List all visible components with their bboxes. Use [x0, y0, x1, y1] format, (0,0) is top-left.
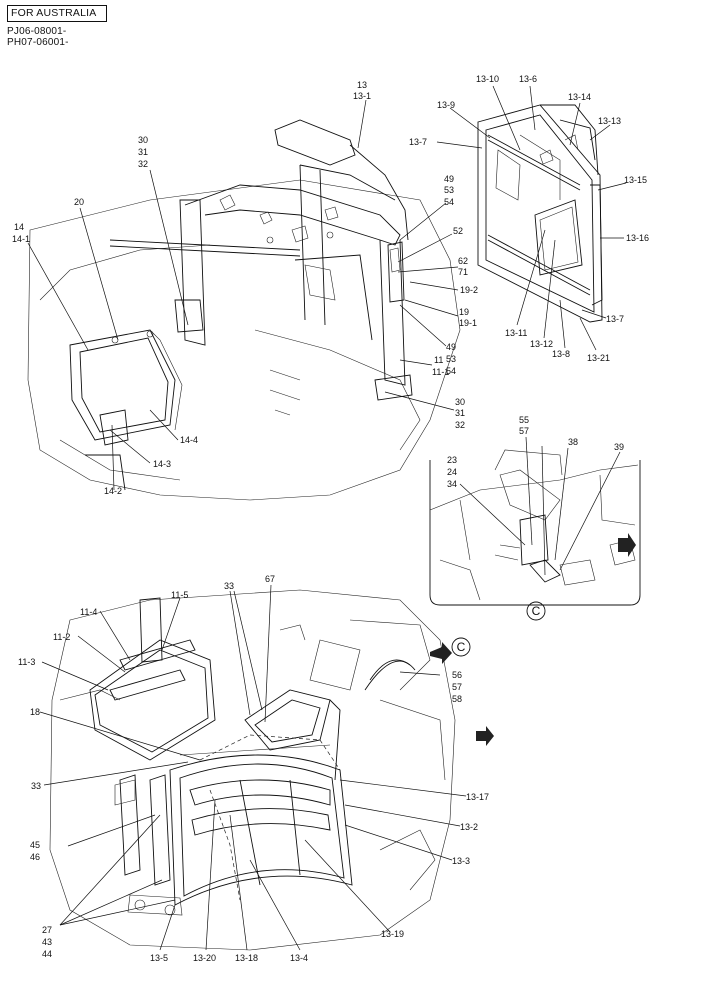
callout-30-b: 30 — [455, 397, 465, 407]
callout-11: 11 — [434, 355, 443, 365]
callout-13-11: 13-11 — [505, 328, 527, 338]
callout-13-5: 13-5 — [150, 953, 168, 963]
callout-19-2: 19-2 — [460, 285, 478, 295]
callout-49: 49 — [444, 174, 454, 184]
callout-13-7-b: 13-7 — [606, 314, 624, 324]
callout-33: 33 — [224, 581, 234, 591]
callout-13-2: 13-2 — [460, 822, 478, 832]
detail-c-view: C — [429, 449, 641, 621]
serial-range-2: PH07-06001- — [7, 37, 69, 48]
callout-32-b: 32 — [455, 420, 465, 430]
callout-14-4: 14-4 — [180, 435, 198, 445]
callout-13-18: 13-18 — [235, 953, 258, 963]
callout-34: 34 — [447, 479, 457, 489]
callout-13-20: 13-20 — [193, 953, 216, 963]
callout-14-1: 14-1 — [12, 234, 30, 244]
callout-23: 23 — [447, 455, 457, 465]
callout-11-1: 11-1 — [432, 367, 449, 377]
callout-13-16: 13-16 — [626, 233, 649, 243]
callout-13-19: 13-19 — [381, 929, 404, 939]
callout-13-14: 13-14 — [568, 92, 591, 102]
callout-58: 58 — [452, 694, 462, 704]
callout-11-2: 11-2 — [53, 632, 70, 642]
callout-13-21: 13-21 — [587, 353, 610, 363]
callout-14: 14 — [14, 222, 24, 232]
callout-39: 39 — [614, 442, 624, 452]
callout-13-4: 13-4 — [290, 953, 308, 963]
callout-13-8: 13-8 — [552, 349, 570, 359]
radiator-core-assembly — [477, 104, 603, 323]
callout-67: 67 — [265, 574, 275, 584]
callout-31-b: 31 — [455, 408, 465, 418]
callout-24: 24 — [447, 467, 457, 477]
callout-13: 13 — [357, 80, 367, 90]
callout-13-3: 13-3 — [452, 856, 470, 866]
callout-62: 62 — [458, 256, 468, 266]
callout-32: 32 — [138, 159, 148, 169]
callout-38: 38 — [568, 437, 578, 447]
lower-shroud-assembly: C — [49, 589, 494, 951]
callout-54-b: 54 — [446, 366, 456, 376]
callout-55: 55 — [519, 415, 529, 425]
callout-57-b: 57 — [452, 682, 462, 692]
callout-44: 44 — [42, 949, 52, 959]
callout-49-b: 49 — [446, 342, 456, 352]
serial-range-1: PJ06-08001- — [7, 26, 67, 37]
callout-52: 52 — [453, 226, 463, 236]
callout-31: 31 — [138, 147, 148, 157]
upper-frame-assembly — [27, 119, 461, 501]
callout-45: 45 — [30, 840, 40, 850]
region-label: FOR AUSTRALIA — [7, 5, 107, 22]
callout-19-1: 19-1 — [459, 318, 477, 328]
callout-43: 43 — [42, 937, 52, 947]
detail-c-reference-marker: C — [457, 640, 466, 654]
callout-13-13: 13-13 — [598, 116, 621, 126]
callout-20: 20 — [74, 197, 84, 207]
callout-33-b: 33 — [31, 781, 41, 791]
callout-13-17: 13-17 — [466, 792, 489, 802]
callout-11-5: 11-5 — [171, 590, 188, 600]
callout-labels: 13 13-1 30 31 32 20 14 14-1 49 53 54 52 … — [12, 74, 649, 963]
callout-46: 46 — [30, 852, 40, 862]
callout-13-7: 13-7 — [409, 137, 427, 147]
callout-56: 56 — [452, 670, 462, 680]
leader-lines — [27, 85, 627, 951]
callout-14-3: 14-3 — [153, 459, 171, 469]
callout-71: 71 — [458, 267, 468, 277]
callout-27: 27 — [42, 925, 52, 935]
callout-19: 19 — [459, 307, 469, 317]
detail-c-marker: C — [532, 604, 541, 618]
callout-30: 30 — [138, 135, 148, 145]
callout-13-9: 13-9 — [437, 100, 455, 110]
callout-53: 53 — [444, 185, 454, 195]
callout-13-1: 13-1 — [353, 91, 371, 101]
callout-57: 57 — [519, 426, 529, 436]
callout-18: 18 — [30, 707, 40, 717]
callout-53-b: 53 — [446, 354, 456, 364]
callout-13-12: 13-12 — [530, 339, 553, 349]
callout-13-10: 13-10 — [476, 74, 499, 84]
callout-13-6: 13-6 — [519, 74, 537, 84]
callout-13-15: 13-15 — [624, 175, 647, 185]
callout-54: 54 — [444, 197, 454, 207]
callout-11-3: 11-3 — [18, 657, 35, 667]
callout-14-2: 14-2 — [104, 486, 122, 496]
callout-11-4: 11-4 — [80, 607, 97, 617]
